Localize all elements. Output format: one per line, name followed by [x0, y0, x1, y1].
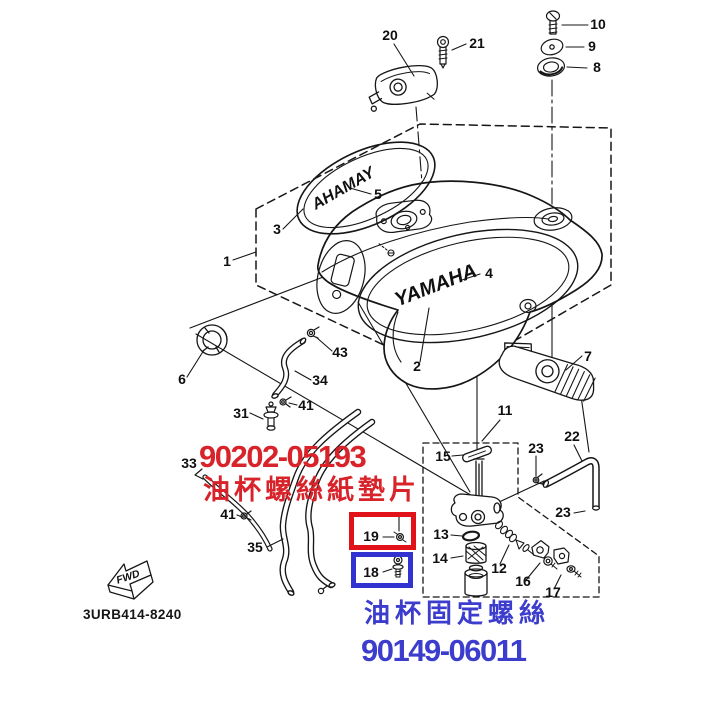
tank-group-dashed-box	[255, 123, 612, 378]
callout-leader-lines	[186, 24, 589, 590]
filler-neck	[375, 199, 433, 233]
cock-lever-15	[462, 445, 492, 463]
drawing-code: 3URB414-8240	[83, 607, 182, 622]
callout-23-a: 23	[528, 440, 544, 456]
fuel-cap-assembly-20	[368, 64, 438, 112]
screw-part-number: 90149-06011	[361, 633, 527, 668]
callout-18: 18	[363, 564, 379, 580]
callout-4: 4	[485, 265, 493, 281]
callout-41-a: 41	[298, 397, 314, 413]
callout-10: 10	[590, 16, 606, 32]
breather-hose-34	[271, 337, 307, 399]
callout-6: 6	[178, 371, 186, 387]
highlight-box-screw-18	[351, 552, 413, 588]
callout-9: 9	[588, 38, 596, 54]
overflow-pipe-22	[542, 457, 600, 511]
callout-31: 31	[233, 405, 249, 421]
callout-33: 33	[181, 455, 197, 471]
callout-8: 8	[593, 59, 601, 75]
callout-12: 12	[491, 560, 507, 576]
callout-5: 5	[374, 186, 382, 202]
callout-14: 14	[432, 550, 448, 566]
filter-cup-14	[464, 541, 488, 597]
pipe-joint-31	[263, 401, 279, 431]
callout-41-b: 41	[220, 506, 236, 522]
tank-hidden-screw	[377, 242, 395, 257]
callout-11: 11	[498, 402, 513, 418]
cup-screw-18	[392, 555, 404, 578]
cup-gasket-19	[393, 531, 407, 543]
fuel-cock-group-dashed-box	[422, 442, 600, 598]
gasket-part-number: 90202-05193	[199, 439, 367, 474]
o-ring-13	[461, 530, 481, 542]
highlight-box-gasket-19	[349, 512, 416, 550]
callout-15: 15	[435, 448, 451, 464]
gasket-part-name: 油杯螺絲紙墊片	[203, 475, 420, 505]
cap-screw-21	[436, 35, 450, 69]
hose-clamp-41a	[279, 396, 292, 408]
callout-33-chevron	[194, 468, 204, 480]
cock-stem	[473, 458, 485, 501]
callout-17: 17	[545, 584, 561, 600]
rear-mount-damper-7	[498, 342, 596, 402]
mount-screw-10	[545, 10, 561, 35]
tank-rear-mount-boss	[533, 207, 573, 231]
fwd-direction-arrow	[107, 560, 154, 600]
cock-nut-16	[531, 540, 558, 570]
pipe-clamp-23a	[532, 473, 544, 485]
callout-numbers: 20 21 10 9 8 1 3 5 4 2 6 43 34 41 31 33 …	[178, 16, 606, 600]
mount-grommet-8	[536, 57, 566, 77]
fuel-tank: YAMAHA	[316, 180, 603, 390]
drain-hoses-35	[279, 408, 376, 596]
valve-spring-set-12	[494, 520, 535, 556]
callout-35: 35	[247, 539, 263, 555]
callout-16: 16	[515, 573, 531, 589]
hose-clamp-43	[306, 326, 320, 339]
callout-1: 1	[223, 253, 231, 269]
callout-7: 7	[584, 348, 592, 364]
callout-23-b: 23	[555, 504, 571, 520]
callout-21: 21	[469, 35, 485, 51]
callout-22: 22	[564, 428, 580, 444]
hose-clamp-41b	[240, 510, 252, 521]
callout-19: 19	[363, 528, 379, 544]
tank-left-recess	[316, 240, 366, 314]
callout-3: 3	[273, 221, 281, 237]
mount-washer-9	[540, 38, 564, 56]
callout-13: 13	[433, 526, 449, 542]
cock-fitting-17	[553, 547, 582, 578]
fuel-cock-assembly	[450, 445, 582, 597]
tank-bottom-lug	[519, 298, 537, 314]
screw-part-name: 油杯固定螺絲	[364, 598, 551, 628]
callout-34: 34	[312, 372, 328, 388]
callout-2: 2	[413, 358, 421, 374]
callout-20: 20	[382, 27, 398, 43]
callout-43: 43	[332, 344, 348, 360]
rubber-damper-6	[196, 324, 228, 356]
tank-top-crease	[321, 217, 549, 273]
